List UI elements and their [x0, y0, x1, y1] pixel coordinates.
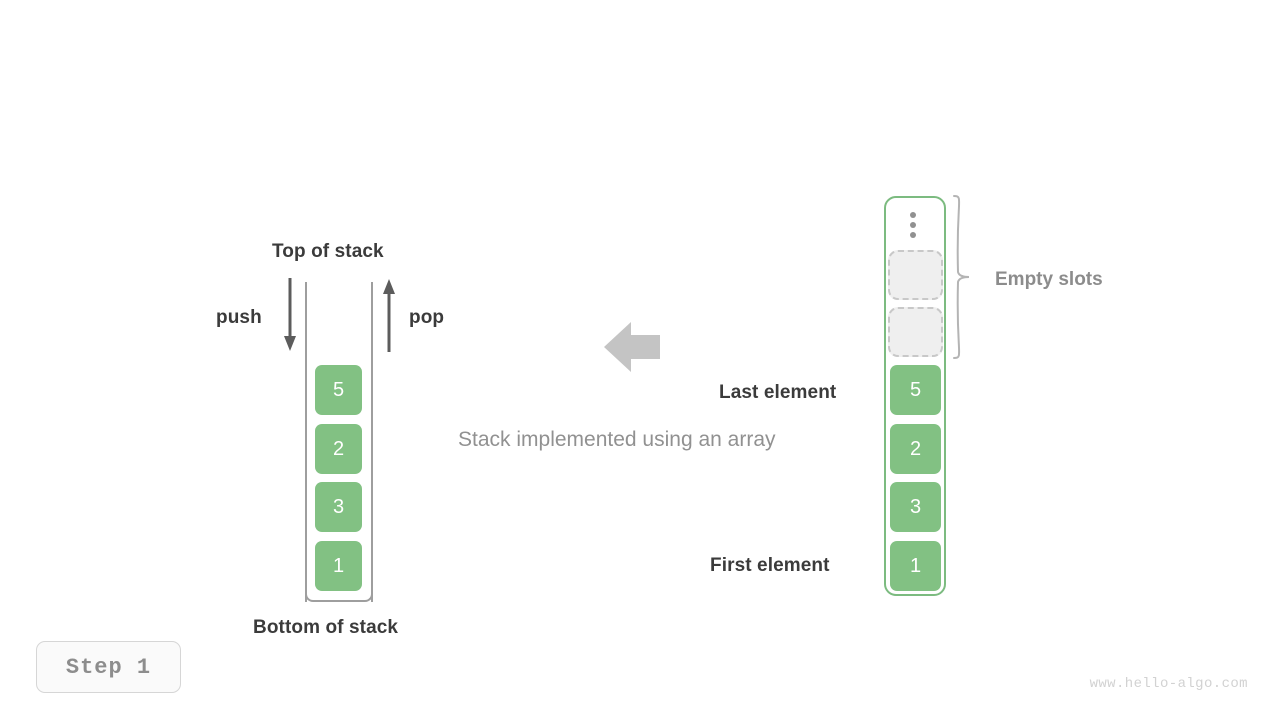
stack-wall-left: [305, 282, 307, 602]
push-label: push: [216, 307, 262, 328]
vertical-ellipsis-icon: [910, 212, 918, 238]
transform-left-arrow-icon: [604, 322, 660, 372]
empty-slots-label: Empty slots: [995, 269, 1103, 290]
array-element: 5: [890, 365, 941, 415]
stack-element: 5: [315, 365, 362, 415]
last-element-label: Last element: [719, 382, 837, 403]
array-element: 3: [890, 482, 941, 532]
step-badge: Step 1: [36, 641, 181, 693]
stack-floor: [305, 582, 373, 602]
array-element: 2: [890, 424, 941, 474]
stack-element: 3: [315, 482, 362, 532]
empty-slot: [888, 307, 943, 357]
push-arrow-icon: [284, 278, 296, 351]
watermark: www.hello-algo.com: [1089, 676, 1248, 692]
first-element-label: First element: [710, 555, 830, 576]
empty-slots-brace: [953, 195, 970, 359]
bottom-of-stack-label: Bottom of stack: [253, 617, 399, 638]
stack-container: [305, 282, 373, 602]
top-of-stack-label: Top of stack: [272, 241, 384, 262]
stack-element: 2: [315, 424, 362, 474]
diagram-caption: Stack implemented using an array: [458, 428, 776, 451]
pop-label: pop: [409, 307, 445, 328]
pop-arrow-icon: [383, 279, 395, 352]
stack-element: 1: [315, 541, 362, 591]
array-element: 1: [890, 541, 941, 591]
stack-wall-right: [371, 282, 373, 602]
empty-slot: [888, 250, 943, 300]
